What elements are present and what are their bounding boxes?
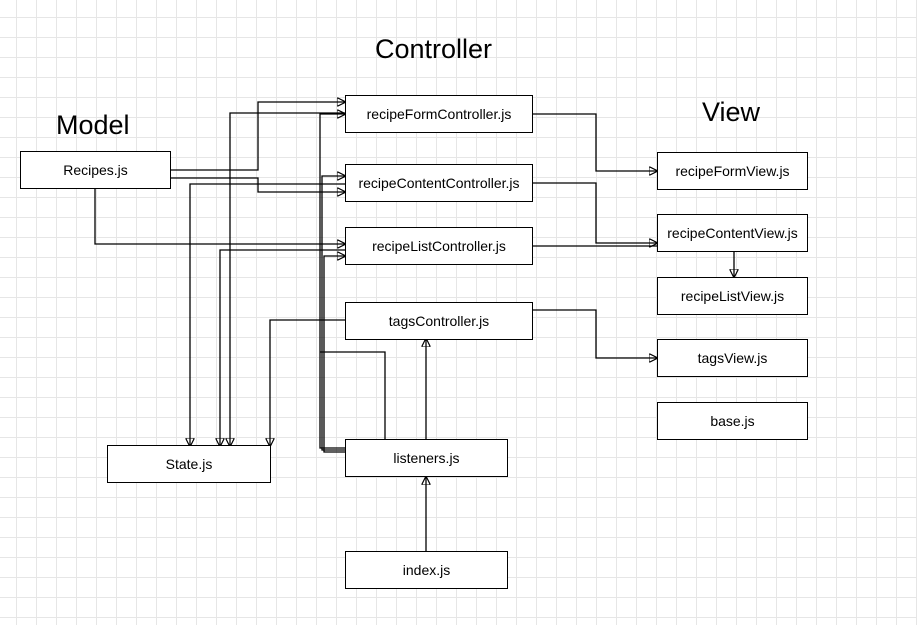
node-recipe-form-controller[interactable]: recipeFormController.js — [345, 95, 533, 133]
edge-recipes-to-form-controller — [170, 102, 345, 171]
edge-form-controller-to-state — [230, 112, 345, 446]
node-recipes[interactable]: Recipes.js — [20, 151, 171, 189]
node-index[interactable]: index.js — [345, 551, 508, 589]
edge-content-controller-to-state — [190, 183, 345, 446]
node-state[interactable]: State.js — [107, 445, 271, 483]
node-recipe-form-view[interactable]: recipeFormView.js — [657, 152, 808, 190]
node-base[interactable]: base.js — [657, 402, 808, 440]
edge-listeners-to-content-controller — [321, 176, 345, 451]
edge-list-controller-to-state — [220, 249, 345, 446]
edge-listeners-to-tags-controller-loop — [320, 351, 386, 440]
edge-form-controller-to-form-view — [532, 113, 657, 171]
node-recipe-content-controller[interactable]: recipeContentController.js — [345, 164, 533, 202]
controller-heading: Controller — [375, 34, 493, 64]
node-recipe-content-view[interactable]: recipeContentView.js — [657, 214, 808, 252]
node-recipe-list-controller[interactable]: recipeListController.js — [345, 227, 533, 265]
node-recipe-list-view[interactable]: recipeListView.js — [657, 277, 808, 315]
view-heading: View — [702, 97, 761, 127]
node-listeners[interactable]: listeners.js — [345, 439, 508, 477]
edge-recipes-to-content-controller — [170, 177, 345, 192]
edge-listeners-to-list-controller — [323, 256, 345, 453]
node-tags-view[interactable]: tagsView.js — [657, 339, 808, 377]
model-heading: Model — [56, 110, 130, 140]
node-tags-controller[interactable]: tagsController.js — [345, 302, 533, 340]
edge-content-controller-to-content-view — [532, 182, 657, 243]
edge-listeners-to-form-controller — [319, 114, 345, 449]
edge-recipes-to-list-controller — [94, 188, 345, 244]
edge-tags-controller-to-tags-view — [532, 309, 657, 358]
edge-tags-controller-to-state — [270, 319, 345, 446]
